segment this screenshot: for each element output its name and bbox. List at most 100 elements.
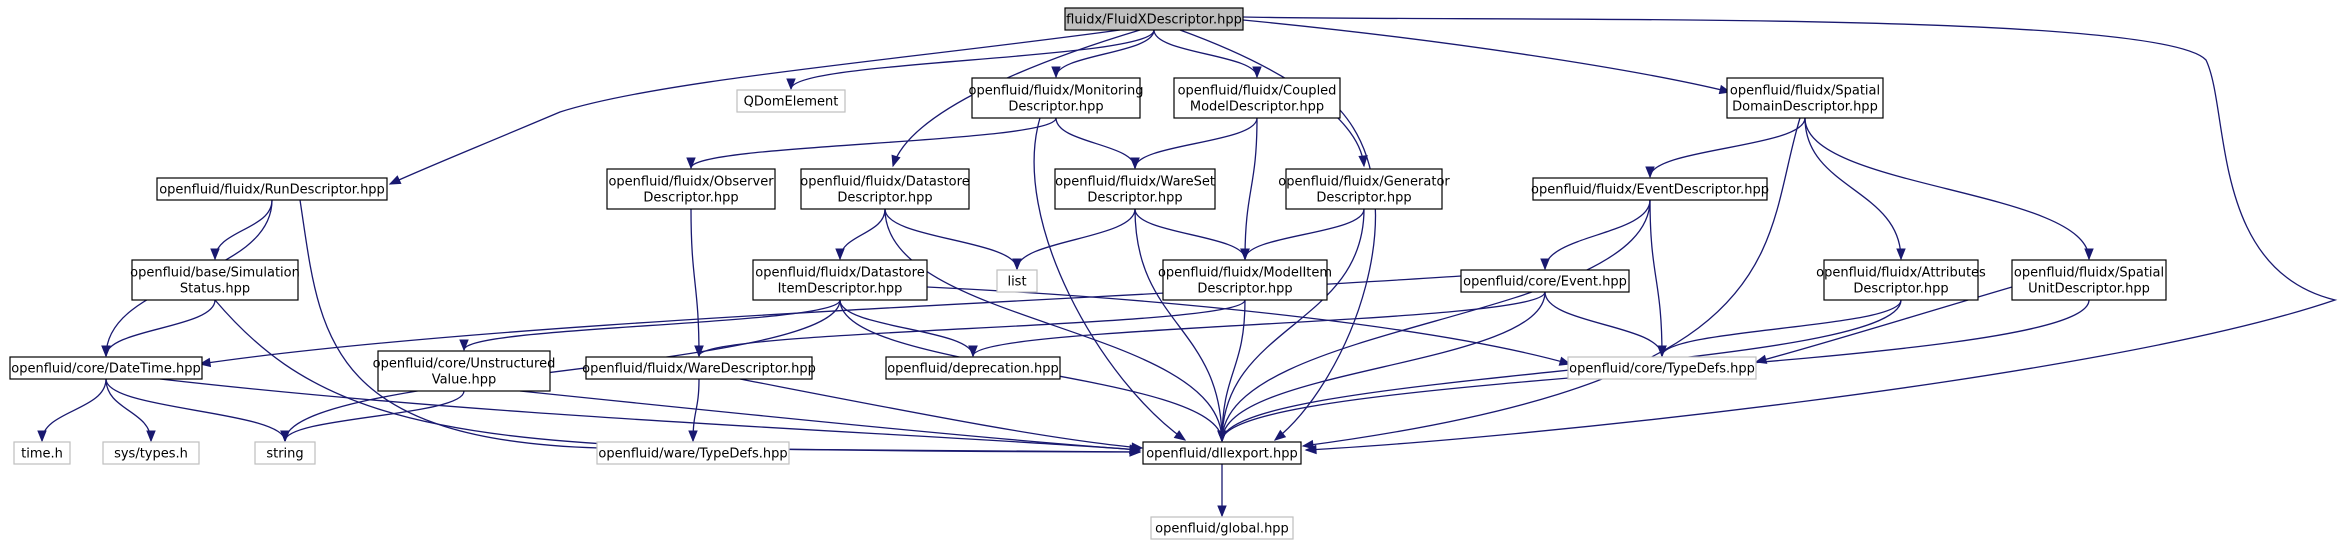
node-coreevent[interactable]: openfluid/core/Event.hpp — [1460, 269, 1630, 293]
node-label-line: Descriptor.hpp — [1316, 191, 1411, 206]
node-label-line: openfluid/fluidx/Spatial — [1730, 84, 1880, 99]
node-box — [156, 177, 388, 201]
arrowhead — [891, 154, 901, 168]
node-box — [1054, 168, 1216, 210]
arrowhead — [694, 345, 704, 358]
arrowhead — [388, 175, 402, 185]
arrowhead — [1252, 66, 1262, 79]
node-label-line: Status.hpp — [180, 282, 250, 297]
node-datetime[interactable]: openfluid/core/DateTime.hpp — [9, 356, 203, 380]
edge-unstructured-to-string — [280, 390, 465, 443]
arrowhead — [1301, 439, 1315, 450]
edge-coreevent-to-dllexport — [1217, 291, 1546, 443]
edge-coupled-to-wareset — [1130, 117, 1258, 170]
node-label-line: ModelDescriptor.hpp — [1190, 100, 1324, 115]
edge-coupled-to-modelitem — [1240, 117, 1258, 261]
node-datastoreitem[interactable]: openfluid/fluidx/DatastoreItemDescriptor… — [752, 259, 928, 301]
edge-waredesc-to-dllexport — [739, 378, 1144, 452]
arrowhead — [1131, 442, 1144, 452]
arrowhead — [1173, 430, 1187, 441]
node-box — [1150, 516, 1294, 540]
node-label-line: ItemDescriptor.hpp — [778, 282, 903, 297]
node-label-line: openfluid/dllexport.hpp — [1146, 447, 1298, 462]
arrowhead — [1540, 258, 1550, 271]
node-run[interactable]: openfluid/fluidx/RunDescriptor.hpp — [156, 177, 388, 201]
node-label-line: UnitDescriptor.hpp — [2028, 282, 2150, 297]
edge-datetime-to-string — [105, 378, 290, 443]
node-attributes[interactable]: openfluid/fluidx/AttributesDescriptor.hp… — [1816, 259, 1986, 301]
arrowhead — [198, 357, 212, 368]
arrowhead — [1273, 429, 1287, 441]
edge-attributes-to-coretypedefs — [1657, 299, 1902, 358]
edge-coreevent-to-deprecation — [968, 291, 1546, 358]
edge-spatialdomain-to-dllexport — [1301, 117, 1801, 450]
edge-observer-to-waredesc — [690, 208, 704, 358]
node-label-line: string — [266, 447, 303, 462]
edge-root-to-qdom — [786, 29, 1155, 91]
arrowhead — [1645, 166, 1655, 179]
node-spatialunit[interactable]: openfluid/fluidx/SpatialUnitDescriptor.h… — [2011, 259, 2167, 301]
node-label-line: fluidx/FluidXDescriptor.hpp — [1066, 13, 1242, 28]
node-event[interactable]: openfluid/fluidx/EventDescriptor.hpp — [1531, 177, 1769, 201]
arrowhead — [1217, 430, 1227, 443]
node-label-line: openfluid/deprecation.hpp — [887, 362, 1059, 377]
node-root[interactable]: fluidx/FluidXDescriptor.hpp — [1064, 7, 1244, 31]
node-label-line: openfluid/fluidx/WareSet — [1055, 175, 1215, 190]
edge-datetime-to-timeh — [37, 378, 107, 443]
node-box — [1064, 7, 1244, 31]
node-box — [1726, 77, 1884, 119]
node-string: string — [254, 441, 316, 465]
node-box — [736, 89, 846, 113]
node-deprecation[interactable]: openfluid/deprecation.hpp — [885, 356, 1061, 380]
node-coupled[interactable]: openfluid/fluidx/CoupledModelDescriptor.… — [1173, 77, 1341, 119]
node-box — [885, 356, 1061, 380]
node-systypes: sys/types.h — [102, 441, 200, 465]
node-box — [752, 259, 928, 301]
node-box — [13, 441, 71, 465]
node-spatialdomain[interactable]: openfluid/fluidx/SpatialDomainDescriptor… — [1726, 77, 1884, 119]
node-label-line: Descriptor.hpp — [1197, 282, 1292, 297]
edge-root-to-coupled — [1153, 29, 1262, 79]
edge-datastoreitem-to-unstructured — [459, 299, 841, 352]
node-box — [1823, 259, 1979, 301]
arrowhead — [1012, 258, 1022, 271]
node-label-line: openfluid/base/Simulation — [130, 266, 300, 281]
node-label-line: Descriptor.hpp — [1853, 282, 1948, 297]
edge-dllexport-to-global — [1217, 464, 1227, 518]
node-box — [606, 168, 776, 210]
node-label-line: openfluid/fluidx/Observer — [608, 175, 774, 190]
arrowhead — [1896, 248, 1906, 261]
node-label-line: openfluid/core/DateTime.hpp — [11, 362, 200, 377]
node-label-line: Descriptor.hpp — [1008, 100, 1103, 115]
edge-event-to-coretypedefs — [1649, 199, 1667, 358]
node-box — [596, 441, 790, 465]
edge-generator-to-modelitem — [1240, 208, 1365, 261]
edge-coreevent-to-coretypedefs — [1544, 291, 1667, 358]
node-label-line: openfluid/core/TypeDefs.hpp — [1569, 362, 1755, 377]
node-label-line: openfluid/fluidx/Datastore — [800, 175, 969, 190]
node-monitoring[interactable]: openfluid/fluidx/MonitoringDescriptor.hp… — [969, 77, 1144, 119]
arrowhead — [210, 248, 220, 261]
node-label-line: openfluid/fluidx/WareDescriptor.hpp — [582, 362, 816, 377]
edge-monitoring-to-wareset — [1055, 117, 1140, 170]
arrowhead — [1558, 356, 1572, 366]
edge-wareset-to-modelitem — [1134, 208, 1250, 261]
edge-datastoreitem-to-coretypedefs — [926, 286, 1572, 366]
node-waredesc[interactable]: openfluid/fluidx/WareDescriptor.hpp — [582, 356, 816, 380]
node-box — [2011, 259, 2167, 301]
node-label-line: Value.hpp — [432, 373, 497, 388]
edge-root-to-run — [388, 29, 1121, 185]
node-label-line: openfluid/fluidx/ModelItem — [1158, 266, 1332, 281]
node-qdom: QDomElement — [736, 89, 846, 113]
node-label-line: Descriptor.hpp — [1087, 191, 1182, 206]
node-timeh: time.h — [13, 441, 71, 465]
node-dllexport[interactable]: openfluid/dllexport.hpp — [1142, 441, 1302, 465]
